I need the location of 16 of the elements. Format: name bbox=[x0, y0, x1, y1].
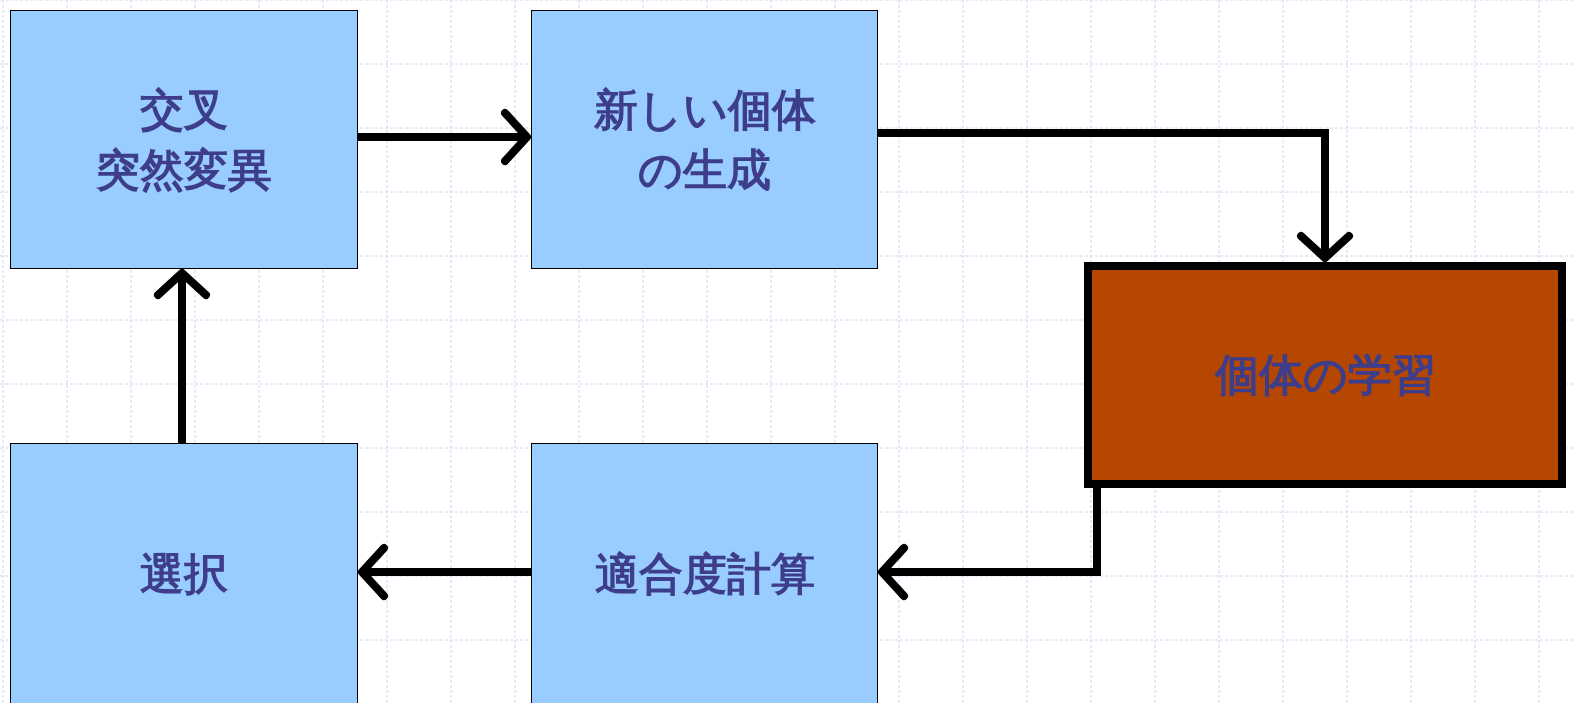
box-label: 新しい個体の生成 bbox=[592, 83, 817, 197]
box-label: 交叉 bbox=[140, 83, 228, 138]
process-box bbox=[531, 443, 878, 703]
process-box bbox=[10, 443, 358, 703]
arrow bbox=[154, 269, 210, 443]
arrow bbox=[878, 488, 1101, 600]
box-label: 突然変異 bbox=[96, 142, 272, 197]
box-label: 適合度計算 bbox=[594, 547, 815, 602]
arrow bbox=[878, 129, 1353, 262]
box-label: 個体の学習 bbox=[1214, 348, 1436, 403]
box-label: 選択 bbox=[140, 547, 228, 602]
process-box bbox=[531, 10, 878, 269]
process-box bbox=[10, 10, 358, 269]
highlighted-process-box bbox=[1084, 262, 1566, 488]
arrow bbox=[358, 544, 531, 600]
arrow bbox=[358, 109, 531, 165]
